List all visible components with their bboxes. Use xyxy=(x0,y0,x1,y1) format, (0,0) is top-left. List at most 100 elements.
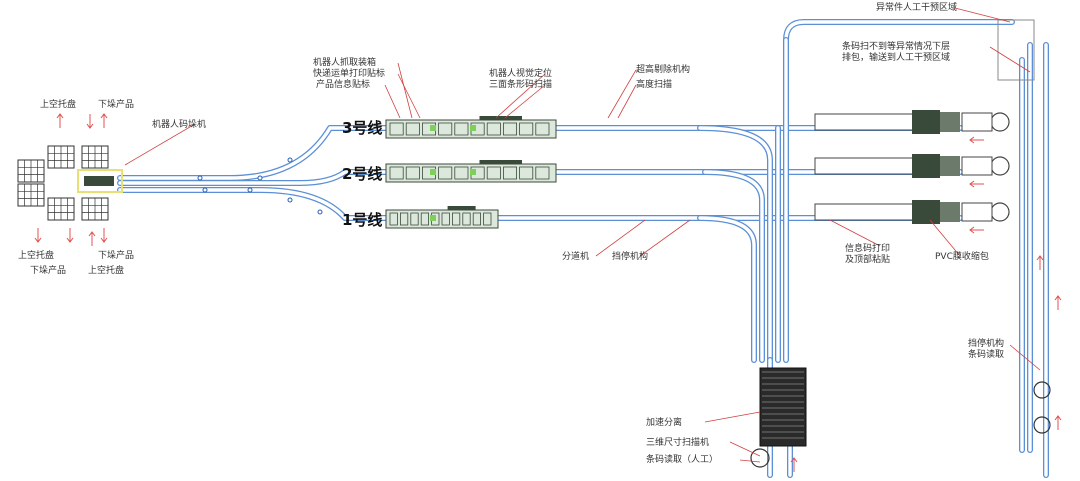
leader-barcode-3side xyxy=(504,84,546,119)
machine-line-1-cell xyxy=(410,212,419,226)
shrink-wrap-line-2 xyxy=(814,154,1010,178)
conveyor-merge-1 xyxy=(697,215,757,363)
label-line-2: 2号线 xyxy=(342,165,383,183)
leader-abnormal-desc xyxy=(989,46,1031,73)
arrow-bottom-in xyxy=(790,457,798,472)
arrow-unload-bottom xyxy=(66,228,74,243)
machine-line-1-cell xyxy=(420,212,430,226)
machines xyxy=(17,19,1051,468)
label-abnormal-desc-1: 条码扫不到等异常情况下层 xyxy=(842,42,951,52)
roller-dot-6 xyxy=(317,209,323,215)
machine-line-1-cell xyxy=(462,212,471,226)
label-stopper-right: 挡停机构 xyxy=(968,339,1005,349)
manual-area-box xyxy=(997,19,1035,81)
arrow-right-return-2 xyxy=(1054,295,1062,310)
machine-line-1-cell xyxy=(472,212,482,226)
machine-line-2-cell xyxy=(454,166,469,180)
roller-dot-4 xyxy=(247,187,253,193)
shrink-wrap-line-2-exit xyxy=(961,156,993,176)
leader-robot-vision xyxy=(495,73,546,119)
label-diverter: 分道机 xyxy=(562,252,590,262)
machine-line-3-cell xyxy=(519,122,534,136)
label-abnormal-desc-2: 排包，输送到人工干预区域 xyxy=(842,53,951,63)
label-robot-palletizer: 机器人码垛机 xyxy=(152,120,207,130)
conveyor-line-3-inner xyxy=(118,126,962,180)
shrink-wrap-line-3-motor xyxy=(940,112,960,132)
leader-height-scan xyxy=(617,84,637,119)
machine-line-1-cell xyxy=(483,212,492,226)
robot-palletizer xyxy=(84,176,114,186)
arrow-shrink-1 xyxy=(969,226,984,234)
label-empty-pallet-bottom-right: 上空托盘 xyxy=(88,266,125,276)
machine-line-2-cell xyxy=(535,166,550,180)
accel-separator xyxy=(759,367,807,447)
robot-palletizer-frame xyxy=(77,169,123,193)
leader-robot-palletizer xyxy=(124,123,196,166)
label-product-info: 产品信息贴标 xyxy=(316,80,371,90)
dim-scanner xyxy=(750,448,770,468)
machine-line-2-cell xyxy=(405,166,420,180)
label-top-label: 及顶部粘贴 xyxy=(845,255,891,265)
machine-line-2-cell xyxy=(389,166,404,180)
machine-line-3-arm xyxy=(479,116,522,120)
machine-line-1-cell xyxy=(441,212,450,226)
indicator-3 xyxy=(470,169,476,175)
machine-line-2-cell xyxy=(519,166,534,180)
shrink-wrap-line-3-head xyxy=(912,110,940,134)
machine-line-1 xyxy=(385,206,499,229)
roller-dot-1 xyxy=(257,175,263,181)
leader-robot-grab xyxy=(397,62,413,119)
conveyor-line-1-inner xyxy=(118,188,962,220)
leader-info-print xyxy=(829,219,881,247)
shrink-wrap-line-1-head xyxy=(912,200,940,224)
label-unload-product-top: 下垛产品 xyxy=(98,100,135,110)
pallet-bottom-right xyxy=(81,197,109,221)
label-info-code-print: 信息码打印 xyxy=(845,244,891,254)
machine-line-2-cell xyxy=(438,166,453,180)
label-accel-separate: 加速分离 xyxy=(646,418,683,428)
machine-line-2-cell xyxy=(486,166,501,180)
barcode-reader-right-1 xyxy=(1033,381,1051,399)
label-stopper: 挡停机构 xyxy=(612,252,649,262)
machine-line-1-cell xyxy=(451,212,461,226)
pallet-top-left xyxy=(47,145,75,169)
barcode-reader-right-2 xyxy=(1033,416,1051,434)
pallet-far-left-top xyxy=(17,159,45,183)
shrink-wrap-line-1-exit xyxy=(961,202,993,222)
arrow-empty-pallet-top xyxy=(56,113,64,128)
leader-overheight xyxy=(607,69,637,119)
roller-dot-5 xyxy=(287,197,293,203)
pallet-top-right xyxy=(81,145,109,169)
leader-lines xyxy=(124,7,1041,463)
arrow-unload-top-2 xyxy=(100,113,108,128)
roller-dot-0 xyxy=(197,175,203,181)
shrink-wrap-line-3-tunnel xyxy=(814,113,916,131)
label-overheight-reject: 超高剔除机构 xyxy=(636,65,691,75)
label-dim-scanner: 三维尺寸扫描机 xyxy=(646,438,710,448)
shrink-wrap-line-3-exit xyxy=(961,112,993,132)
roller-dot-3 xyxy=(202,187,208,193)
machine-line-3-cell xyxy=(454,122,469,136)
shrink-wrap-line-2-head xyxy=(912,154,940,178)
shrink-wrap-line-3 xyxy=(814,110,1010,134)
pallet-far-left-bottom xyxy=(17,183,45,207)
conveyor-merge-1-inner xyxy=(698,216,756,362)
conveyor-line-2-inner xyxy=(118,170,962,185)
machine-line-2-cell xyxy=(502,166,517,180)
leader-diverter xyxy=(595,219,646,257)
accel-separator-body xyxy=(759,367,807,447)
label-line-3: 3号线 xyxy=(342,119,383,137)
label-robot-vision: 机器人视觉定位 xyxy=(489,69,553,79)
leader-dim xyxy=(729,441,761,457)
arrow-empty-pallet-bottom xyxy=(34,228,42,243)
arrow-right-return-3 xyxy=(1054,415,1062,430)
machine-line-1-cell xyxy=(399,212,409,226)
arrow-unload-top xyxy=(86,114,94,129)
label-barcode-read-right: 条码读取 xyxy=(968,350,1005,360)
indicator-0 xyxy=(430,125,436,131)
label-height-scan: 高度扫描 xyxy=(636,80,673,90)
machine-line-2-arm xyxy=(479,160,522,164)
leader-abnormal xyxy=(954,7,1011,23)
leader-barcode-manual xyxy=(739,459,761,463)
